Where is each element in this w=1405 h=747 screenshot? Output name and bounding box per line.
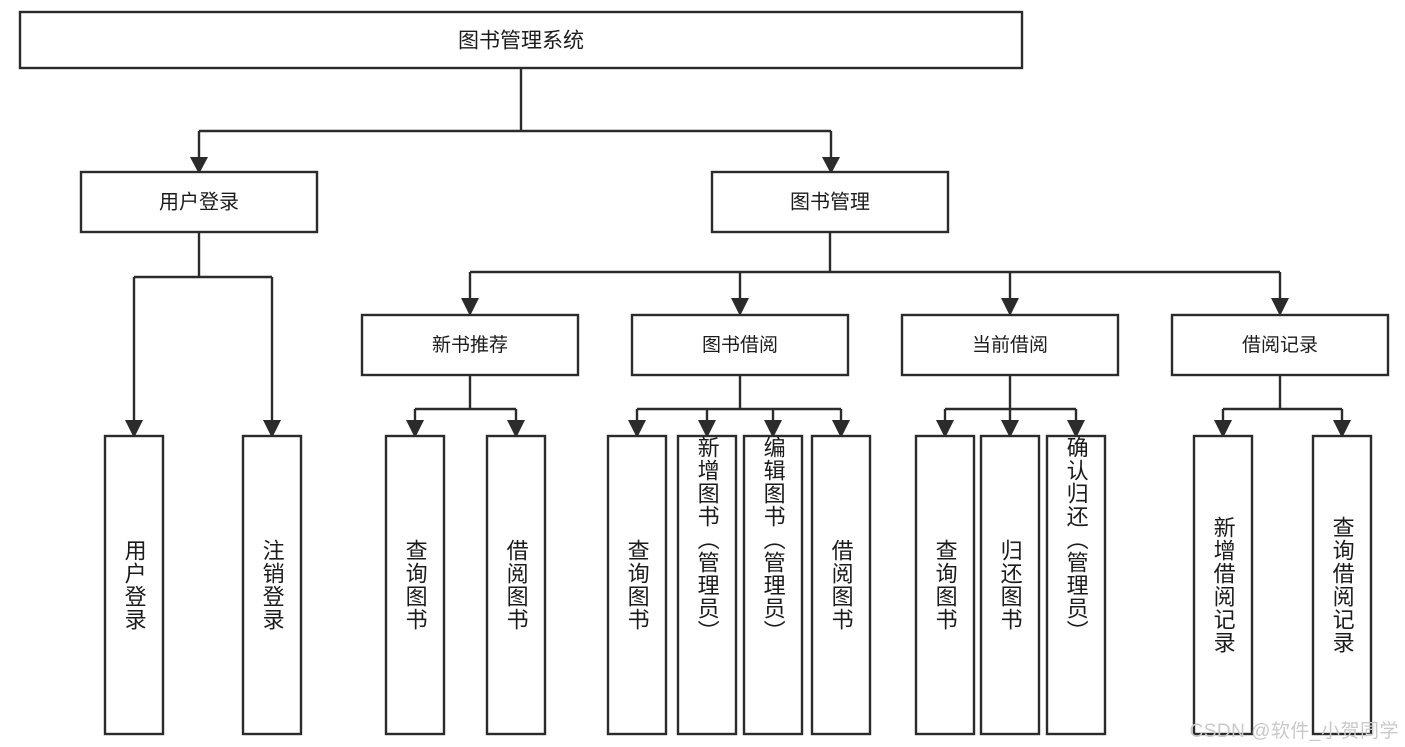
node-book-manage-label: 图书管理 [790, 190, 870, 213]
node-leaf-query-book-3-box[interactable] [914, 434, 976, 736]
connector-layer [125, 68, 1351, 438]
node-leaf-edit-book-box[interactable] [742, 434, 804, 736]
node-current-borrow[interactable]: 当前借阅 [900, 313, 1120, 377]
connector-newbookrec-bus [413, 375, 518, 423]
arrowhead-leaf-borrow-book-2 [832, 420, 850, 438]
node-leaf-borrow-book-2-box[interactable] [810, 434, 872, 736]
node-root[interactable]: 图书管理系统 [18, 10, 1024, 70]
node-leaf-query-book-1-box[interactable] [384, 434, 446, 736]
csdn-watermark: CSDN @软件_小贺同学 [1189, 721, 1399, 742]
node-book-manage[interactable]: 图书管理 [710, 170, 950, 234]
node-leaf-add-book-box[interactable] [676, 434, 738, 736]
node-current-borrow-label: 当前借阅 [972, 334, 1048, 356]
arrowhead-leaf-query-book-3 [936, 420, 954, 438]
arrowhead-user-login [190, 157, 208, 174]
node-leaf-query-book-2-box[interactable] [606, 434, 668, 736]
arrowhead-leaf-query-book-2 [628, 420, 646, 438]
arrowhead-leaf-return-book [1001, 420, 1019, 438]
connector-root-bus [197, 68, 833, 159]
connector-bookborrow-bus [635, 375, 843, 423]
arrowhead-book-borrow [731, 298, 749, 316]
node-user-login-label: 用户登录 [159, 190, 239, 213]
node-book-borrow[interactable]: 图书借阅 [630, 313, 850, 377]
arrowhead-leaf-query-book-1 [406, 420, 424, 438]
leaf-box-layer [103, 434, 1373, 736]
arrowhead-leaf-user-login [125, 420, 143, 438]
node-user-login-box[interactable] [79, 170, 319, 234]
arrowhead-leaf-add-book [698, 420, 716, 438]
arrowhead-borrow-record [1271, 298, 1289, 316]
arrowhead-leaf-query-record [1333, 420, 1351, 438]
arrowhead-current-borrow [1001, 298, 1019, 316]
arrowhead-leaf-borrow-book-1 [507, 420, 525, 438]
node-leaf-query-record-box[interactable] [1311, 434, 1373, 736]
arrowhead-leaf-edit-book [764, 420, 782, 438]
arrowhead-leaf-add-record [1214, 420, 1232, 438]
arrowhead-new-book-rec [461, 298, 479, 316]
node-root-box[interactable] [18, 10, 1024, 70]
node-book-borrow-box[interactable] [630, 313, 850, 377]
node-new-book-rec-box[interactable] [360, 313, 580, 377]
node-leaf-user-login-box[interactable] [103, 434, 165, 736]
node-root-label: 图书管理系统 [458, 30, 584, 53]
node-current-borrow-box[interactable] [900, 313, 1120, 377]
connector-bookmanage-bus [468, 232, 1282, 300]
node-leaf-return-book-box[interactable] [979, 434, 1041, 736]
connector-borrowrecord-bus [1221, 375, 1344, 423]
arrowhead-leaf-logout [263, 420, 281, 438]
node-borrow-record-box[interactable] [1170, 313, 1390, 377]
connector-currentborrow-bus [943, 375, 1078, 423]
arrowhead-book-manage [822, 157, 840, 174]
node-leaf-logout-box[interactable] [241, 434, 303, 736]
node-leaf-borrow-book-1-box[interactable] [485, 434, 547, 736]
node-borrow-record[interactable]: 借阅记录 [1170, 313, 1390, 377]
node-new-book-rec[interactable]: 新书推荐 [360, 313, 580, 377]
node-leaf-confirm-return-box[interactable] [1045, 434, 1107, 736]
node-user-login[interactable]: 用户登录 [79, 170, 319, 234]
arrowhead-leaf-confirm-return [1067, 420, 1085, 438]
node-leaf-add-record-box[interactable] [1192, 434, 1254, 736]
node-new-book-rec-label: 新书推荐 [432, 334, 508, 356]
node-book-manage-box[interactable] [710, 170, 950, 234]
node-book-borrow-label: 图书借阅 [702, 334, 778, 356]
node-borrow-record-label: 借阅记录 [1242, 334, 1318, 356]
connector-userlogin-bus [132, 232, 274, 423]
